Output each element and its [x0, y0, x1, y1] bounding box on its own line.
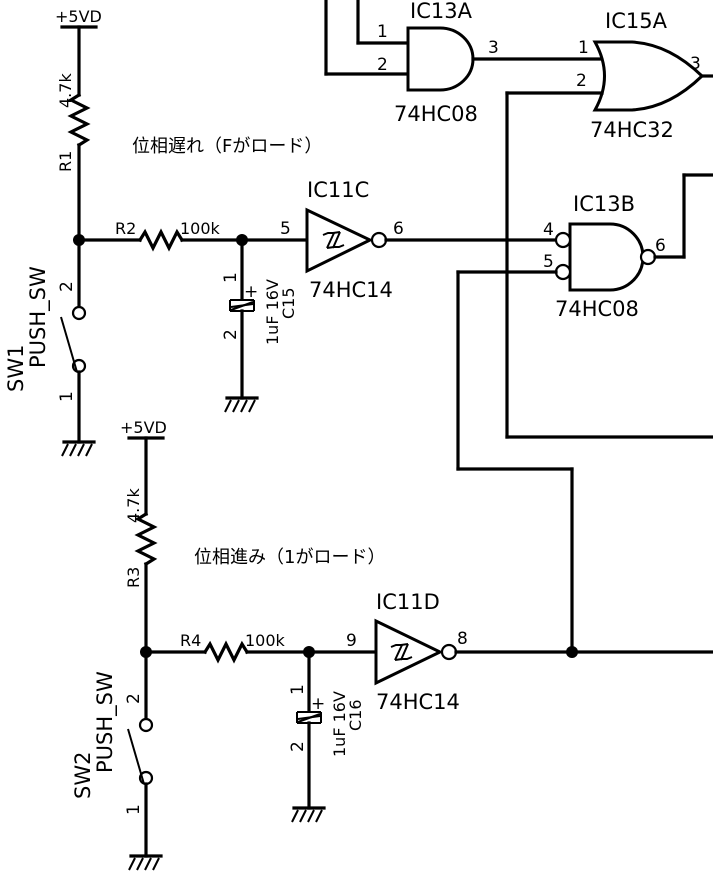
and-gate-ic13a: IC13A 74HC08 1 2 3: [377, 0, 499, 126]
ic15a-ref: IC15A: [605, 9, 668, 33]
c16-value: 1uF 16V: [330, 691, 349, 757]
ic11c-pin-out: 6: [393, 219, 404, 239]
vcc-label-2: +5VD: [120, 418, 167, 437]
ic15a-part: 74HC32: [590, 118, 674, 142]
junction-ic11d-out: [566, 646, 578, 658]
sw1-pin2: 2: [57, 281, 77, 292]
r4-ref: R4: [180, 631, 201, 650]
capacitor-c15: + 1 2 1uF 16V C15: [221, 272, 298, 345]
resistor-r1: 4.7k R1: [56, 73, 91, 172]
r3-ref: R3: [124, 567, 143, 588]
c16-ref: C16: [346, 699, 365, 731]
ic11c-pin-in: 5: [280, 219, 291, 239]
switch-sw1: 2 1 SW1 PUSH_SW: [4, 266, 87, 444]
ground-symbol-3: [128, 854, 163, 871]
note-phase-lead: 位相進み（1がロード）: [194, 547, 385, 568]
sw2-ref: SW2: [71, 752, 95, 799]
r2-value: 100k: [180, 219, 221, 238]
sw2-type: PUSH_SW: [93, 671, 118, 773]
ic15a-pin2: 2: [576, 71, 587, 91]
r2-ref: R2: [115, 219, 136, 238]
ground-symbol-1: [61, 440, 96, 457]
ic11d-ref: IC11D: [376, 590, 440, 614]
ic13b-pin6: 6: [655, 236, 666, 256]
vcc-label-1: +5VD: [55, 7, 102, 26]
r4-value: 100k: [245, 631, 286, 650]
ic13b-pin5: 5: [543, 252, 554, 272]
inverter-ic11d: IC11D 74HC14 9 8: [346, 590, 468, 714]
ic13a-part: 74HC08: [394, 102, 478, 126]
ic15a-pin1: 1: [578, 38, 589, 58]
sw2-pin2: 2: [124, 693, 144, 704]
ic13a-pin1: 1: [377, 22, 388, 42]
c15-ref: C15: [279, 287, 298, 319]
ic11d-pin-out: 8: [457, 629, 468, 649]
ic13a-pin2: 2: [377, 55, 388, 75]
resistor-r3: 4.7k R3: [124, 488, 158, 588]
ic11d-pin-in: 9: [346, 631, 357, 651]
ic13a-pin3: 3: [488, 38, 499, 58]
ic13b-part: 74HC08: [555, 297, 639, 321]
sw2-pin1: 1: [124, 804, 144, 815]
note-phase-lag: 位相遅れ（Fがロード）: [132, 136, 322, 157]
ic11c-ref: IC11C: [307, 178, 369, 202]
inverter-ic11c: IC11C 74HC14 5 6: [280, 178, 404, 302]
r1-value: 4.7k: [56, 73, 75, 108]
ground-symbol-4: [291, 806, 326, 823]
resistor-r4: R4 100k: [180, 631, 286, 664]
ic15a-pin3: 3: [690, 54, 701, 74]
ic11d-part: 74HC14: [376, 690, 460, 714]
c15-pin1: 1: [221, 272, 241, 283]
ic13b-pin4: 4: [543, 220, 554, 240]
ic11c-part: 74HC14: [309, 278, 393, 302]
r1-ref: R1: [56, 151, 75, 172]
capacitor-c16: + 1 2 1uF 16V C16: [288, 684, 365, 757]
vcc-symbol-2: +5VD: [120, 418, 167, 440]
sw1-type: PUSH_SW: [26, 266, 51, 368]
or-gate-ic15a: IC15A 74HC32 1 2 3: [576, 9, 705, 142]
c15-pin2: 2: [221, 329, 241, 340]
ic13b-ref: IC13B: [573, 192, 635, 216]
sw1-pin1: 1: [57, 391, 77, 402]
vcc-symbol-1: +5VD: [55, 7, 102, 29]
ground-symbol-2: [224, 396, 259, 413]
c15-polarity: +: [244, 282, 258, 302]
sw1-ref: SW1: [4, 345, 28, 392]
switch-sw2: 2 1 SW2 PUSH_SW: [71, 671, 154, 858]
c16-polarity: +: [311, 694, 325, 714]
and-gate-ic13b: IC13B 74HC08 4 5 6: [543, 192, 666, 321]
c16-pin1: 1: [288, 684, 308, 695]
c15-value: 1uF 16V: [263, 279, 282, 345]
c16-pin2: 2: [288, 741, 308, 752]
r3-value: 4.7k: [124, 488, 143, 523]
resistor-r2: R2 100k: [115, 219, 221, 252]
ic13a-ref: IC13A: [410, 0, 473, 23]
